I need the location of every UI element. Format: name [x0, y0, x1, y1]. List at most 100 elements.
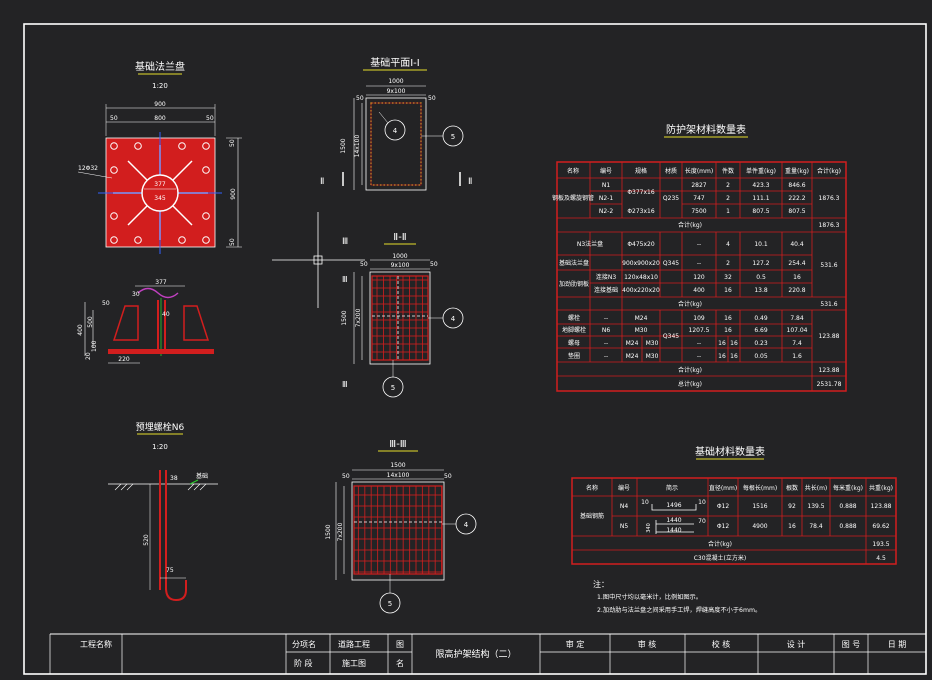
guard-r3-cs2: M30 — [646, 340, 659, 347]
sec2-dim-1000: 1000 — [392, 253, 407, 260]
tb-item-value: 道路工程 — [338, 639, 370, 649]
guard-h-total: 合计(kg) — [817, 167, 841, 175]
guard-r3-dwt: 1.6 — [792, 353, 802, 360]
guard-r1-len0: 2827 — [691, 182, 706, 189]
guard-r1-cnt1: 2 — [726, 195, 730, 202]
guard-r1-name: 钢板及螺旋钢管 — [552, 194, 594, 202]
section-dim-500: 500 — [87, 316, 94, 328]
sec3-callout-4-label: 4 — [464, 521, 469, 529]
bolt-hook — [165, 580, 187, 602]
guard-sub3-label: 合计(kg) — [678, 366, 702, 374]
notes-line-1: 1.图中尺寸均以毫米计，比例如图示。 — [597, 593, 702, 601]
guard-r1-unit2: 807.5 — [752, 208, 769, 215]
guard-n3: N3法兰盘 — [577, 240, 603, 248]
bolt-dim-520: 520 — [143, 534, 150, 546]
notes-line-2: 2.加劲肋与法兰盘之间采用手工焊，焊缝高度不小于6mm。 — [597, 606, 761, 614]
plan-dim-1500: 1500 — [340, 138, 347, 153]
plan-outline — [365, 97, 427, 191]
guard-r3-dn: -- — [604, 353, 608, 360]
guard-r1-len2: 7500 — [691, 208, 706, 215]
guard-fl-unit: 127.2 — [752, 260, 769, 267]
guard-r3-b: 地脚螺栓 — [562, 326, 586, 334]
plan-callout-5-label: 5 — [451, 133, 455, 141]
sec2-rebar-grid — [371, 275, 429, 361]
guard-r3-bwt: 107.04 — [787, 327, 808, 334]
guard-r3-cunit: 0.23 — [754, 340, 768, 347]
found-h-sketch: 简示 — [666, 484, 678, 492]
guard-n3-wt: 40.4 — [790, 241, 804, 248]
found-n5-s2: 1440 — [666, 527, 681, 534]
guard-n3-len: -- — [697, 241, 701, 248]
found-n4-len: 1516 — [752, 503, 767, 510]
flange-hole-label: 12Φ32 — [78, 165, 98, 172]
guard-r3-cn: -- — [604, 340, 608, 347]
title-block: 工程名称 分项名 道路工程 阶 段 施工图 图 名 限高护架结构（二） 审 定 … — [49, 633, 926, 674]
tb-stage-value: 施工图 — [342, 658, 366, 668]
sec3-title: Ⅲ-Ⅲ — [389, 439, 406, 450]
guard-r1-mat: Q235 — [663, 195, 679, 202]
guard-r3-bunit: 6.69 — [754, 327, 768, 334]
foundation-plan-i-i: 基础平面Ⅰ-Ⅰ 1000 9x100 50 50 1500 14x100 Ⅱ Ⅱ… — [272, 56, 472, 308]
guard-r3-clen: -- — [697, 340, 701, 347]
found-n4-s3: 10 — [698, 499, 706, 506]
found-h-wt: 共重(kg) — [869, 484, 893, 492]
flange-dim-50b: 50 — [206, 115, 214, 122]
found-concrete-label: C30混凝土(立方米) — [694, 554, 747, 562]
found-n4-sketch — [651, 504, 697, 511]
guard-s1-wt: 16 — [793, 274, 801, 281]
found-table-title: 基础材料数量表 — [695, 445, 765, 458]
found-n4-no: N4 — [620, 503, 628, 510]
sec2-title: Ⅱ-Ⅱ — [393, 232, 406, 243]
tb-item-label: 分项名 — [292, 639, 316, 649]
notes-title: 注： — [593, 579, 609, 589]
sec3-dim-1500: 1500 — [390, 462, 405, 469]
plan-callout-4-label: 4 — [393, 127, 398, 135]
guard-fl: 基础法兰盘 — [559, 259, 589, 267]
guard-s1-len: 120 — [693, 274, 705, 281]
guard-sub3-value: 123.88 — [819, 367, 840, 374]
guard-h-cnt: 件数 — [722, 167, 734, 175]
guard-r1-no2: N2-1 — [599, 195, 613, 202]
section-dim-100: 100 — [91, 340, 98, 352]
flange-dim-800: 800 — [154, 115, 166, 122]
found-n5-s1: 1440 — [666, 517, 681, 524]
guard-s2-len: 400 — [693, 287, 705, 294]
tb-stage-label: 阶 段 — [294, 658, 313, 668]
section-ribs — [112, 305, 139, 341]
sec2-dim-50b: 50 — [430, 261, 438, 268]
sec3-dim-v1500: 1500 — [325, 524, 332, 539]
guard-sub1-value: 1876.3 — [819, 222, 840, 229]
guard-fl-len: -- — [697, 260, 701, 267]
sec3-rebar-grid — [353, 485, 443, 575]
plan-dim-14x100: 14x100 — [354, 135, 361, 158]
guard-h-no: 编号 — [600, 167, 612, 175]
guard-r1-total: 1876.3 — [819, 195, 840, 202]
tb-date: 日 期 — [888, 640, 907, 649]
guard-n3-unit: 10.1 — [754, 241, 768, 248]
guard-r3-cs: M24 — [626, 340, 639, 347]
flange-right-50a: 50 — [229, 139, 236, 147]
sec2-callout-5-label: 5 — [391, 384, 395, 392]
guard-sub2-value: 531.6 — [820, 301, 837, 308]
flange-title: 基础法兰盘 — [135, 60, 185, 73]
section-dim-400: 400 — [77, 324, 84, 336]
found-sub-label: 合计(kg) — [708, 540, 732, 548]
guard-r3-dcnt: 16 — [718, 353, 726, 360]
section-base-plate — [108, 349, 214, 354]
bolt-dim-38: 38 — [170, 475, 178, 482]
found-n5-len: 4900 — [752, 523, 767, 530]
found-n5-s4: 340 — [646, 523, 652, 533]
sec3-dim-50a: 50 — [342, 473, 350, 480]
sec2-callout-4-label: 4 — [451, 315, 456, 323]
found-n4-tot: 139.5 — [807, 503, 824, 510]
guard-h-spec: 规格 — [635, 167, 647, 175]
found-n5-sketch — [655, 520, 694, 534]
guard-material-table: 防护架材料数量表 — [552, 123, 847, 392]
guard-sub1-label: 合计(kg) — [678, 221, 702, 229]
sec3-callout-5-label: 5 — [388, 600, 392, 608]
found-concrete-value: 4.5 — [876, 555, 886, 562]
guard-fl-cnt: 2 — [726, 260, 730, 267]
guard-h-wt: 重量(kg) — [785, 167, 809, 175]
flange-dim-377: 377 — [154, 181, 166, 188]
